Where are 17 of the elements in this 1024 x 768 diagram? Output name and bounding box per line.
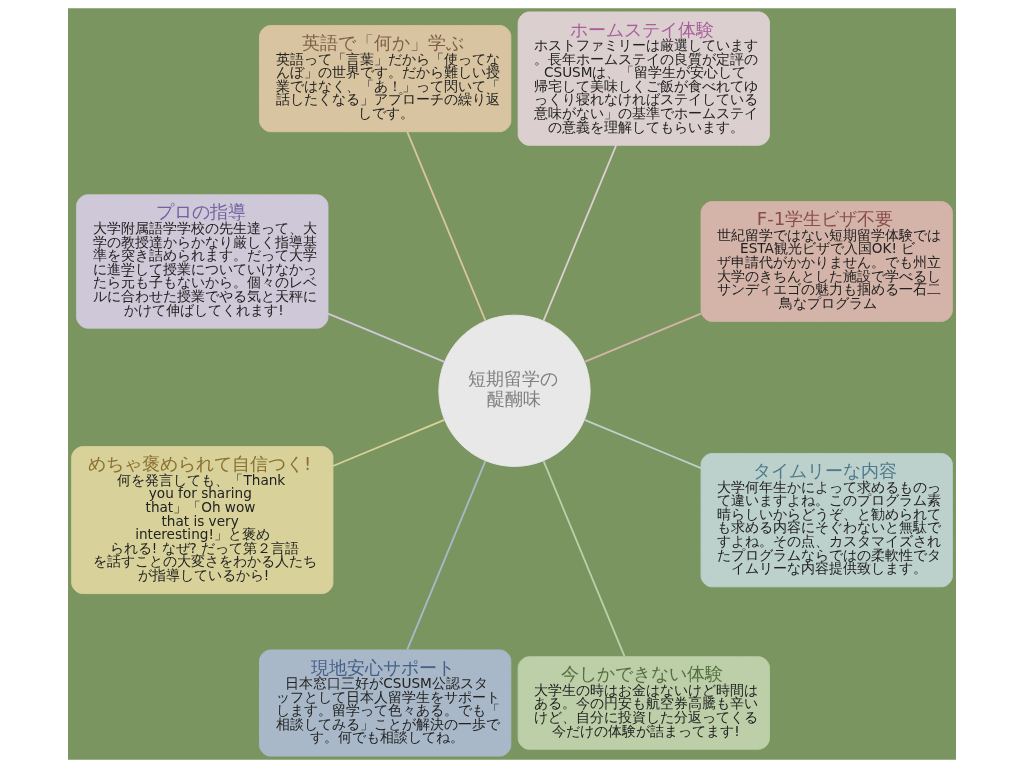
connector [406,459,487,651]
node-box: ホームステイ体験 ホストファミリーは厳選しています。長年ホームステイの良質が定評のCSUSMは、「留学生が安心して帰宅して美味しくご飯が食べれてゆっくり寝れなければステイしている意味がない」の基準でホームステイの意義を理解してもらいます。 [517,11,770,146]
connector [583,312,702,363]
node-box: 英語で「何か」学ぶ 英語って「言葉」だから「使ってなんぼ」の世界です。だから難しい授業ではなく、「あ！」って閃いて「話したくなる」アプローチの繰り返しです。 [259,25,512,133]
connector [583,418,702,469]
connector [327,312,446,363]
node-box: 今しかできない体験 大学生の時はお金はないけど時間はある。今の円安も航空券高騰も辛いけど、自分に投資した分返ってくる今だけの体験が詰まってます! [517,656,770,750]
connector [542,144,617,322]
node-box: F-1学生ビザ不要 世紀留学ではない短期留学体験ではESTA観光ビザで入国OK! ビザ申請代がかかりません。でも州立大学のきちんとした施設で学べるしサンディエゴの魅力も掴める一石二鳥なプログラム [700,201,953,322]
node-box: プロの指導 大学附属語学学校の先生達って、大学の教授達からかなり厳しく指導基準を突き詰められます。だって大学に進学して授業についていけなかったら元も子もないから。個々のレベルに合わせた授業でやる気と天秤にかけて伸ばしてくれます! [76,194,329,329]
node-box: タイムリーな内容 大学何年生かによって求めるものって違いますよね。このプログラム素晴らしいからどうぞ、と勧められても求める内容にそぐわないと無駄ですよね。その点、カスタマイズされたプログラムならではの柔軟性でタイムリーな内容提供致します。 [700,452,953,588]
connector [332,418,446,467]
connector [542,459,626,658]
connector [406,131,487,322]
node-box: めちゃ褒められて自信つく! 何を発言しても、「Thank you for sharing that」「Oh wow that is very interesting!」と褒められる! なぜ? だって第２言語を話すことの大変さをわかる人たちが指導しているから! [71,446,334,595]
node-box: 現地安心サポート 日本窓口三好がCSUSM公認スタッフとして日本人留学生をサポートします。留学って色々ある。でも「相談してみる」ことが解決の一歩です。何でも相談してね。 [259,649,512,757]
node-circle: 短期留学の醍醐味 [438,314,591,467]
